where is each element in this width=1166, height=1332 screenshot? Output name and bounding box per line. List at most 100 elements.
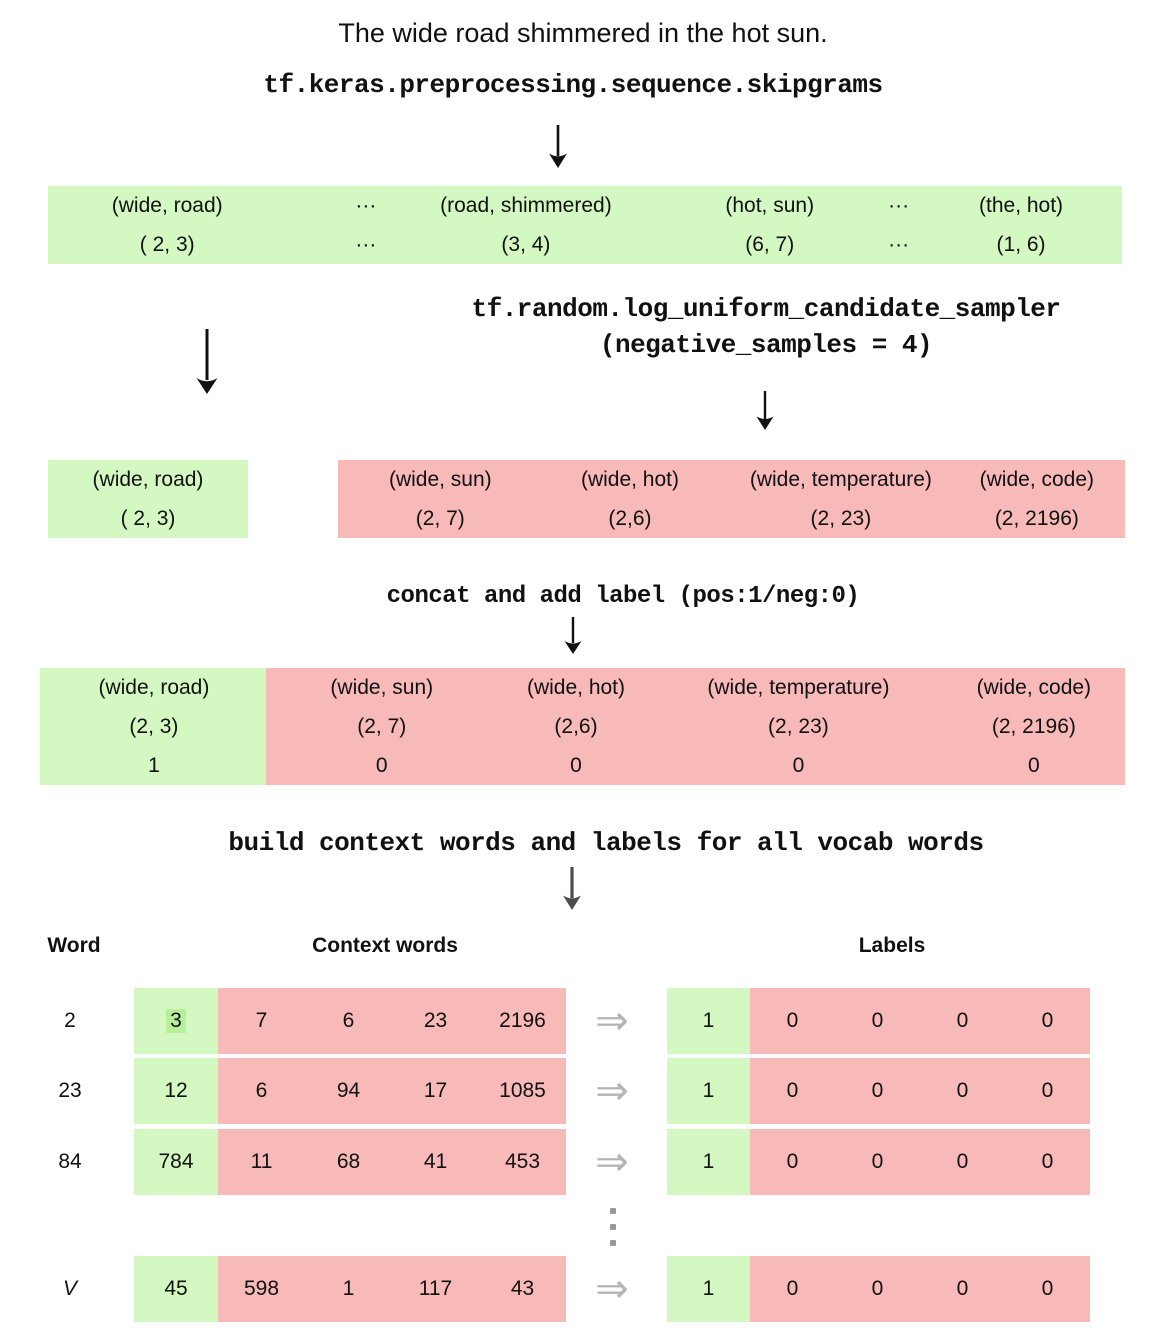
ellipsis-cell: ··· bbox=[888, 193, 910, 217]
negative-contexts-bar: 6 94 17 1085 bbox=[218, 1058, 566, 1124]
down-arrow-icon bbox=[563, 867, 581, 910]
down-arrow-icon bbox=[756, 391, 774, 430]
target-context-value: 12 bbox=[164, 1079, 188, 1102]
concat-step-label: concat and add label (pos:1/neg:0) bbox=[386, 583, 860, 610]
concat-labels-row: 1 0 0 0 0 bbox=[40, 746, 1125, 785]
negative-contexts-bar: 598 1 117 43 bbox=[218, 1256, 566, 1322]
context-value: 17 bbox=[423, 1079, 448, 1102]
vertical-ellipsis-icon bbox=[610, 1198, 616, 1246]
pair-cell: (wide, code) bbox=[976, 675, 1092, 699]
pair-cell: (road, shimmered) bbox=[440, 193, 612, 217]
double-arrow-icon: ⇒ bbox=[595, 999, 629, 1043]
label-value: 0 bbox=[786, 1150, 799, 1173]
label-value: 0 bbox=[1041, 1150, 1054, 1173]
index-cell: (2, 23) bbox=[810, 506, 872, 530]
label-value: 0 bbox=[871, 1277, 884, 1300]
vocab-table-row: 2 3 7 6 23 2196 ⇒ 1 0 0 0 0 bbox=[0, 988, 1166, 1054]
negative-columns-bg bbox=[266, 668, 1125, 785]
label-value: 1 bbox=[702, 1277, 715, 1300]
context-value: 1 bbox=[342, 1277, 355, 1300]
negative-indices-row: (2, 7) (2,6) (2, 23) (2, 2196) bbox=[338, 499, 1125, 538]
context-value: 23 bbox=[423, 1009, 448, 1032]
context-value: 6 bbox=[342, 1009, 355, 1032]
label-cell: 1 bbox=[148, 753, 160, 777]
sampler-args-label: (negative_samples = 4) bbox=[599, 330, 933, 360]
vocab-table-row: 23 12 6 94 17 1085 ⇒ 1 0 0 0 0 bbox=[0, 1058, 1166, 1124]
word-id: 84 bbox=[58, 1150, 82, 1173]
skipgram-indices-row: ( 2, 3) ··· (3, 4) (6, 7) ··· (1, 6) bbox=[48, 225, 1122, 264]
index-cell: (2, 7) bbox=[415, 506, 465, 530]
target-context-cell: 45 bbox=[134, 1256, 218, 1322]
positive-column-bg bbox=[40, 668, 266, 785]
labels-column-header: Labels bbox=[858, 934, 926, 957]
pair-cell: (wide, hot) bbox=[526, 675, 626, 699]
target-context-value: 3 bbox=[166, 1009, 186, 1033]
label-value: 0 bbox=[1041, 1009, 1054, 1032]
down-arrow-icon bbox=[564, 617, 582, 654]
index-cell: (2, 7) bbox=[357, 714, 407, 738]
negative-labels-bar: 0 0 0 0 bbox=[750, 1058, 1090, 1124]
label-value: 0 bbox=[871, 1150, 884, 1173]
negative-samples-box: (wide, sun) (wide, hot) (wide, temperatu… bbox=[338, 460, 1125, 538]
label-value: 0 bbox=[786, 1079, 799, 1102]
word-id: 2 bbox=[64, 1009, 76, 1032]
label-value: 1 bbox=[702, 1150, 715, 1173]
target-context-value: 45 bbox=[164, 1277, 188, 1300]
context-value: 117 bbox=[418, 1277, 453, 1300]
label-value: 1 bbox=[702, 1079, 715, 1102]
label-value: 0 bbox=[786, 1277, 799, 1300]
label-value: 0 bbox=[956, 1150, 969, 1173]
label-value: 0 bbox=[871, 1009, 884, 1032]
word-id: V bbox=[62, 1277, 78, 1300]
context-value: 6 bbox=[255, 1079, 268, 1102]
index-cell: (1, 6) bbox=[996, 232, 1046, 256]
pair-cell: (wide, code) bbox=[979, 467, 1095, 491]
vocab-table-row: V 45 598 1 117 43 ⇒ 1 0 0 0 0 bbox=[0, 1256, 1166, 1322]
word-column-header: Word bbox=[47, 934, 101, 957]
context-value: 2196 bbox=[499, 1009, 546, 1032]
pair-cell: (wide, road) bbox=[111, 193, 223, 217]
positive-label-cell: 1 bbox=[667, 1256, 750, 1322]
index-cell: (2,6) bbox=[608, 506, 652, 530]
context-value: 11 bbox=[250, 1150, 273, 1173]
double-arrow-icon: ⇒ bbox=[595, 1267, 629, 1311]
context-value: 94 bbox=[336, 1079, 361, 1102]
pair-cell: (wide, sun) bbox=[330, 675, 434, 699]
ellipsis-cell: ··· bbox=[355, 232, 377, 256]
target-context-value: 784 bbox=[158, 1150, 194, 1173]
context-value: 68 bbox=[336, 1150, 361, 1173]
pair-cell: (wide, temperature) bbox=[749, 467, 932, 491]
negative-pairs-row: (wide, sun) (wide, hot) (wide, temperatu… bbox=[338, 460, 1125, 499]
negative-labels-bar: 0 0 0 0 bbox=[750, 1129, 1090, 1195]
label-cell: 0 bbox=[375, 753, 388, 777]
positive-label-cell: 1 bbox=[667, 988, 750, 1054]
index-cell: (2, 23) bbox=[768, 714, 829, 738]
ellipsis-cell: ··· bbox=[888, 232, 910, 256]
index-cell: (2,6) bbox=[554, 714, 598, 738]
down-arrow-icon bbox=[196, 329, 218, 394]
context-value: 41 bbox=[423, 1150, 448, 1173]
index-cell: (6, 7) bbox=[745, 232, 795, 256]
concat-pairs-row: (wide, road) (wide, sun) (wide, hot) (wi… bbox=[40, 668, 1125, 707]
double-arrow-icon: ⇒ bbox=[595, 1069, 629, 1113]
negative-contexts-bar: 7 6 23 2196 bbox=[218, 988, 566, 1054]
skipgrams-function-label: tf.keras.preprocessing.sequence.skipgram… bbox=[263, 70, 883, 100]
index-cell: ( 2, 3) bbox=[120, 506, 176, 530]
ellipsis-cell: ··· bbox=[355, 193, 377, 217]
negative-labels-bar: 0 0 0 0 bbox=[750, 1256, 1090, 1322]
index-cell: (2, 3) bbox=[129, 714, 179, 738]
label-cell: 0 bbox=[1028, 753, 1040, 777]
label-value: 0 bbox=[786, 1009, 799, 1032]
negative-labels-bar: 0 0 0 0 bbox=[750, 988, 1090, 1054]
skipgram-pairs-row: (wide, road) ··· (road, shimmered) (hot,… bbox=[48, 186, 1122, 225]
concat-indices-row: (2, 3) (2, 7) (2,6) (2, 23) (2, 2196) bbox=[40, 707, 1125, 746]
skipgram-pairs-band: (wide, road) ··· (road, shimmered) (hot,… bbox=[48, 186, 1122, 264]
label-value: 0 bbox=[1041, 1277, 1054, 1300]
label-value: 0 bbox=[956, 1009, 969, 1032]
context-value: 598 bbox=[243, 1277, 280, 1300]
pair-cell: (wide, road) bbox=[98, 675, 210, 699]
label-value: 0 bbox=[956, 1079, 969, 1102]
down-arrow-icon bbox=[549, 125, 567, 168]
label-cell: 0 bbox=[570, 753, 582, 777]
pair-cell: (wide, temperature) bbox=[707, 675, 890, 699]
